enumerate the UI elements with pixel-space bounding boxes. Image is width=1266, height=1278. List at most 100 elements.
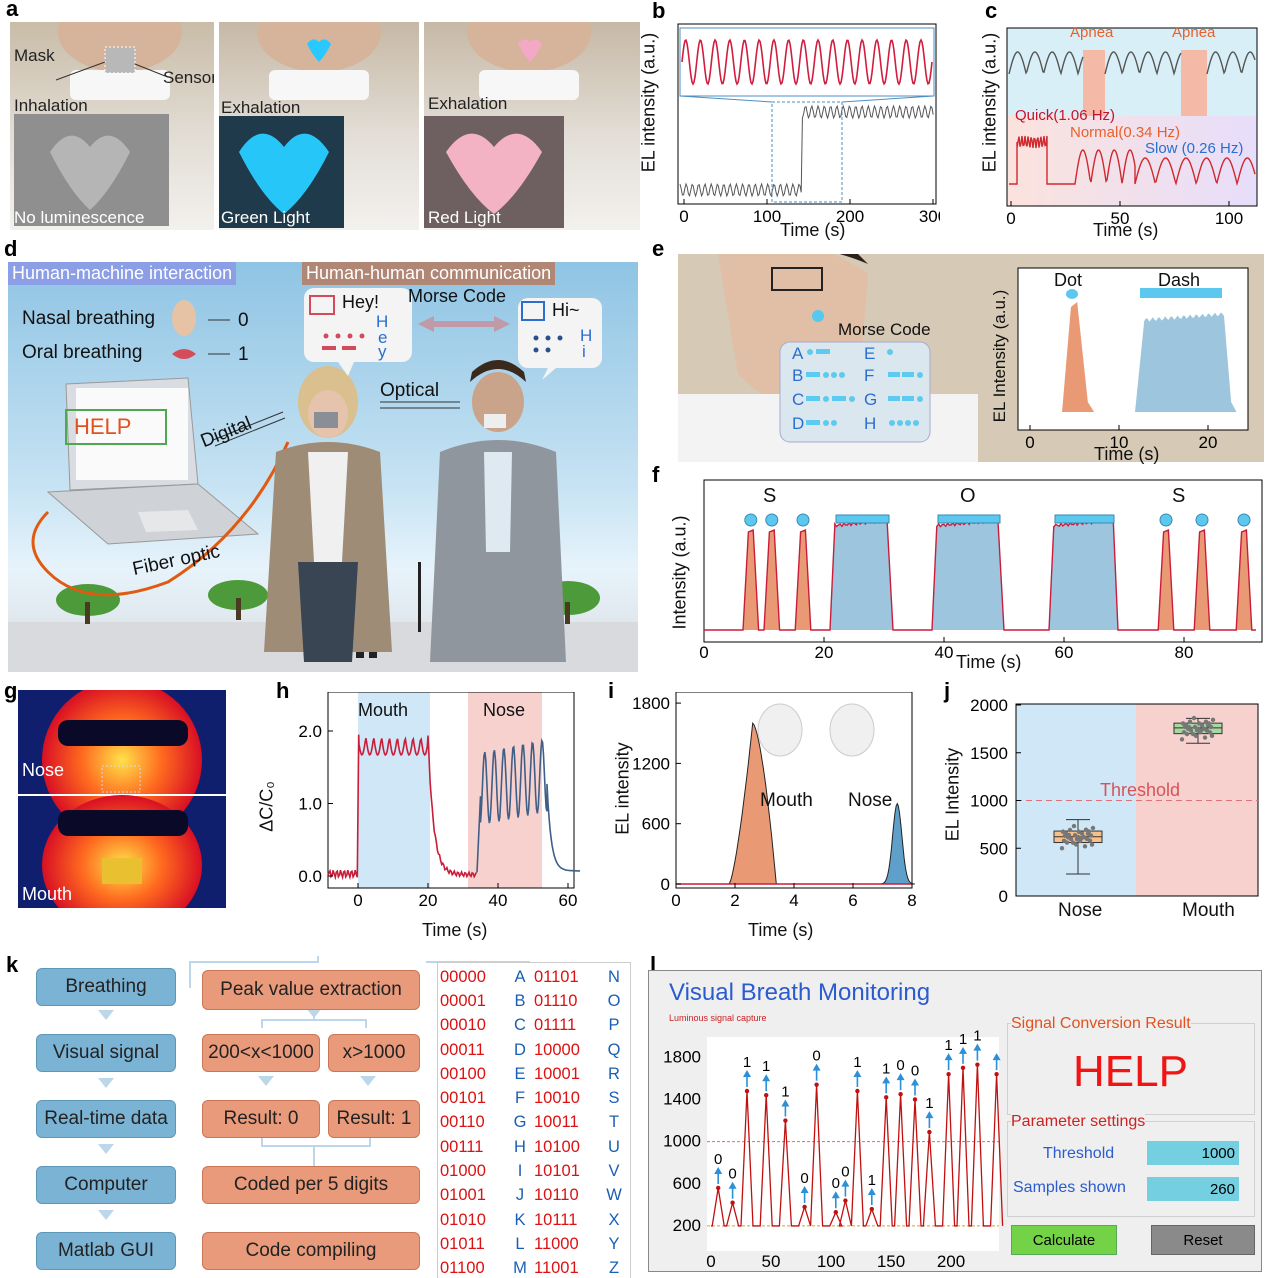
hey-h: H (376, 312, 389, 331)
bit-label: 1 (973, 1028, 981, 1045)
morse-e: E (864, 344, 876, 363)
flow-visual-signal: Visual signal (36, 1034, 176, 1072)
code-letter: V (608, 1162, 620, 1181)
flow-computer: Computer (36, 1166, 176, 1204)
morse-b: B (792, 366, 804, 385)
h-ytick-0.0: 0.0 (298, 867, 322, 886)
peak-marker (716, 1185, 721, 1191)
nose-trace (476, 737, 580, 873)
bit-label: 0 (841, 1164, 849, 1181)
data-point (1086, 829, 1092, 834)
samples-input[interactable] (1147, 1177, 1239, 1201)
binary-code: 00101 (440, 1089, 486, 1108)
peak-marker (764, 1093, 769, 1098)
code-letter: J (515, 1186, 525, 1205)
dot-pulse (1062, 302, 1095, 412)
data-point (1073, 842, 1079, 847)
photo-red: Exhalation Red Light (424, 22, 640, 230)
binary-code: 00010 (440, 1016, 486, 1035)
threshold-input[interactable] (1147, 1141, 1239, 1165)
morse-label: Morse Code (408, 286, 507, 306)
data-point (1064, 840, 1070, 845)
data-point (1186, 724, 1192, 730)
binary-code: 01001 (440, 1186, 486, 1205)
code-letter: O (607, 991, 621, 1010)
data-point (1208, 724, 1214, 730)
oral-value: 1 (238, 344, 249, 365)
panel-label-e: e (652, 236, 665, 261)
calculate-button[interactable]: Calculate (1011, 1225, 1117, 1255)
binary-code: 00111 (440, 1137, 484, 1156)
f-ylabel: Intensity (a.u.) (669, 515, 690, 630)
result-label: Signal Conversion Result (1011, 1015, 1191, 1033)
bit-label: 1 (868, 1172, 876, 1189)
code-letter: M (513, 1259, 527, 1278)
hi-h: H (580, 326, 593, 345)
peak-arrowhead (944, 1053, 953, 1061)
peak-arrowhead (992, 1053, 1001, 1061)
g-nose-label: Nose (22, 760, 65, 780)
data-point (1191, 715, 1197, 721)
i-xlabel: Time (s) (748, 920, 814, 940)
code-letter: I (517, 1162, 523, 1181)
l-ytick-600: 600 (673, 1174, 701, 1193)
peak-marker (802, 1204, 807, 1210)
h-ytick-2.0: 2.0 (298, 722, 322, 741)
code-letter: U (608, 1137, 620, 1156)
peak-marker (927, 1129, 932, 1135)
l-xtick-50: 50 (762, 1252, 781, 1271)
f-xtick-80: 80 (1175, 643, 1194, 662)
h-ylabel: ΔC/C₀ (256, 781, 277, 832)
data-point (1087, 838, 1093, 843)
peak-marker (960, 1065, 966, 1071)
data-point (1078, 836, 1084, 841)
illustration-d: Human-machine interaction Human-human co… (8, 262, 638, 672)
inhalation-label: Inhalation (14, 96, 88, 115)
scene-drawing (8, 288, 638, 672)
peak-arrowhead (882, 1076, 891, 1084)
bit-label: 1 (762, 1058, 770, 1075)
i-ytick-1800: 1800 (632, 694, 670, 713)
peak-arrowhead (853, 1070, 862, 1078)
j-cat-nose: Nose (1058, 900, 1103, 921)
e-xlabel: Time (s) (1094, 444, 1160, 464)
peak-marker (869, 1206, 874, 1212)
dot-mark (796, 513, 810, 527)
flow-result1: Result: 1 (328, 1100, 420, 1138)
c-xtick-50: 50 (1111, 209, 1130, 228)
flow-compile: Code compiling (202, 1232, 420, 1270)
hey-y: y (378, 342, 387, 361)
binary-code: 01011 (440, 1234, 485, 1253)
peak-marker (884, 1095, 889, 1100)
peak-marker (744, 1088, 750, 1094)
peak-arrowhead (925, 1111, 934, 1119)
l-xtick-200: 200 (937, 1252, 965, 1271)
data-point (1067, 827, 1073, 833)
j-ytick-1500: 1500 (970, 744, 1008, 763)
samples-label: Samples shown (1013, 1179, 1126, 1196)
binary-code: 10001 (534, 1064, 580, 1083)
peak-arrowhead (911, 1078, 919, 1086)
reset-button[interactable]: Reset (1151, 1225, 1255, 1255)
binary-code: 00100 (440, 1064, 486, 1083)
flow-real-time-data: Real-time data (36, 1100, 176, 1138)
h-xtick-60: 60 (559, 891, 578, 910)
i-ytick-0: 0 (661, 875, 670, 894)
i-xtick-6: 6 (848, 891, 857, 910)
panel-label-d: d (4, 236, 18, 261)
no-luminescence-label: No luminescence (14, 208, 145, 227)
code-letter: P (608, 1016, 620, 1035)
signal-trace (711, 1064, 1004, 1227)
binary-code: 01101 (534, 967, 579, 986)
bit-label: 0 (911, 1062, 919, 1079)
code-letter: H (514, 1137, 526, 1156)
b-xtick-0: 0 (679, 207, 688, 226)
